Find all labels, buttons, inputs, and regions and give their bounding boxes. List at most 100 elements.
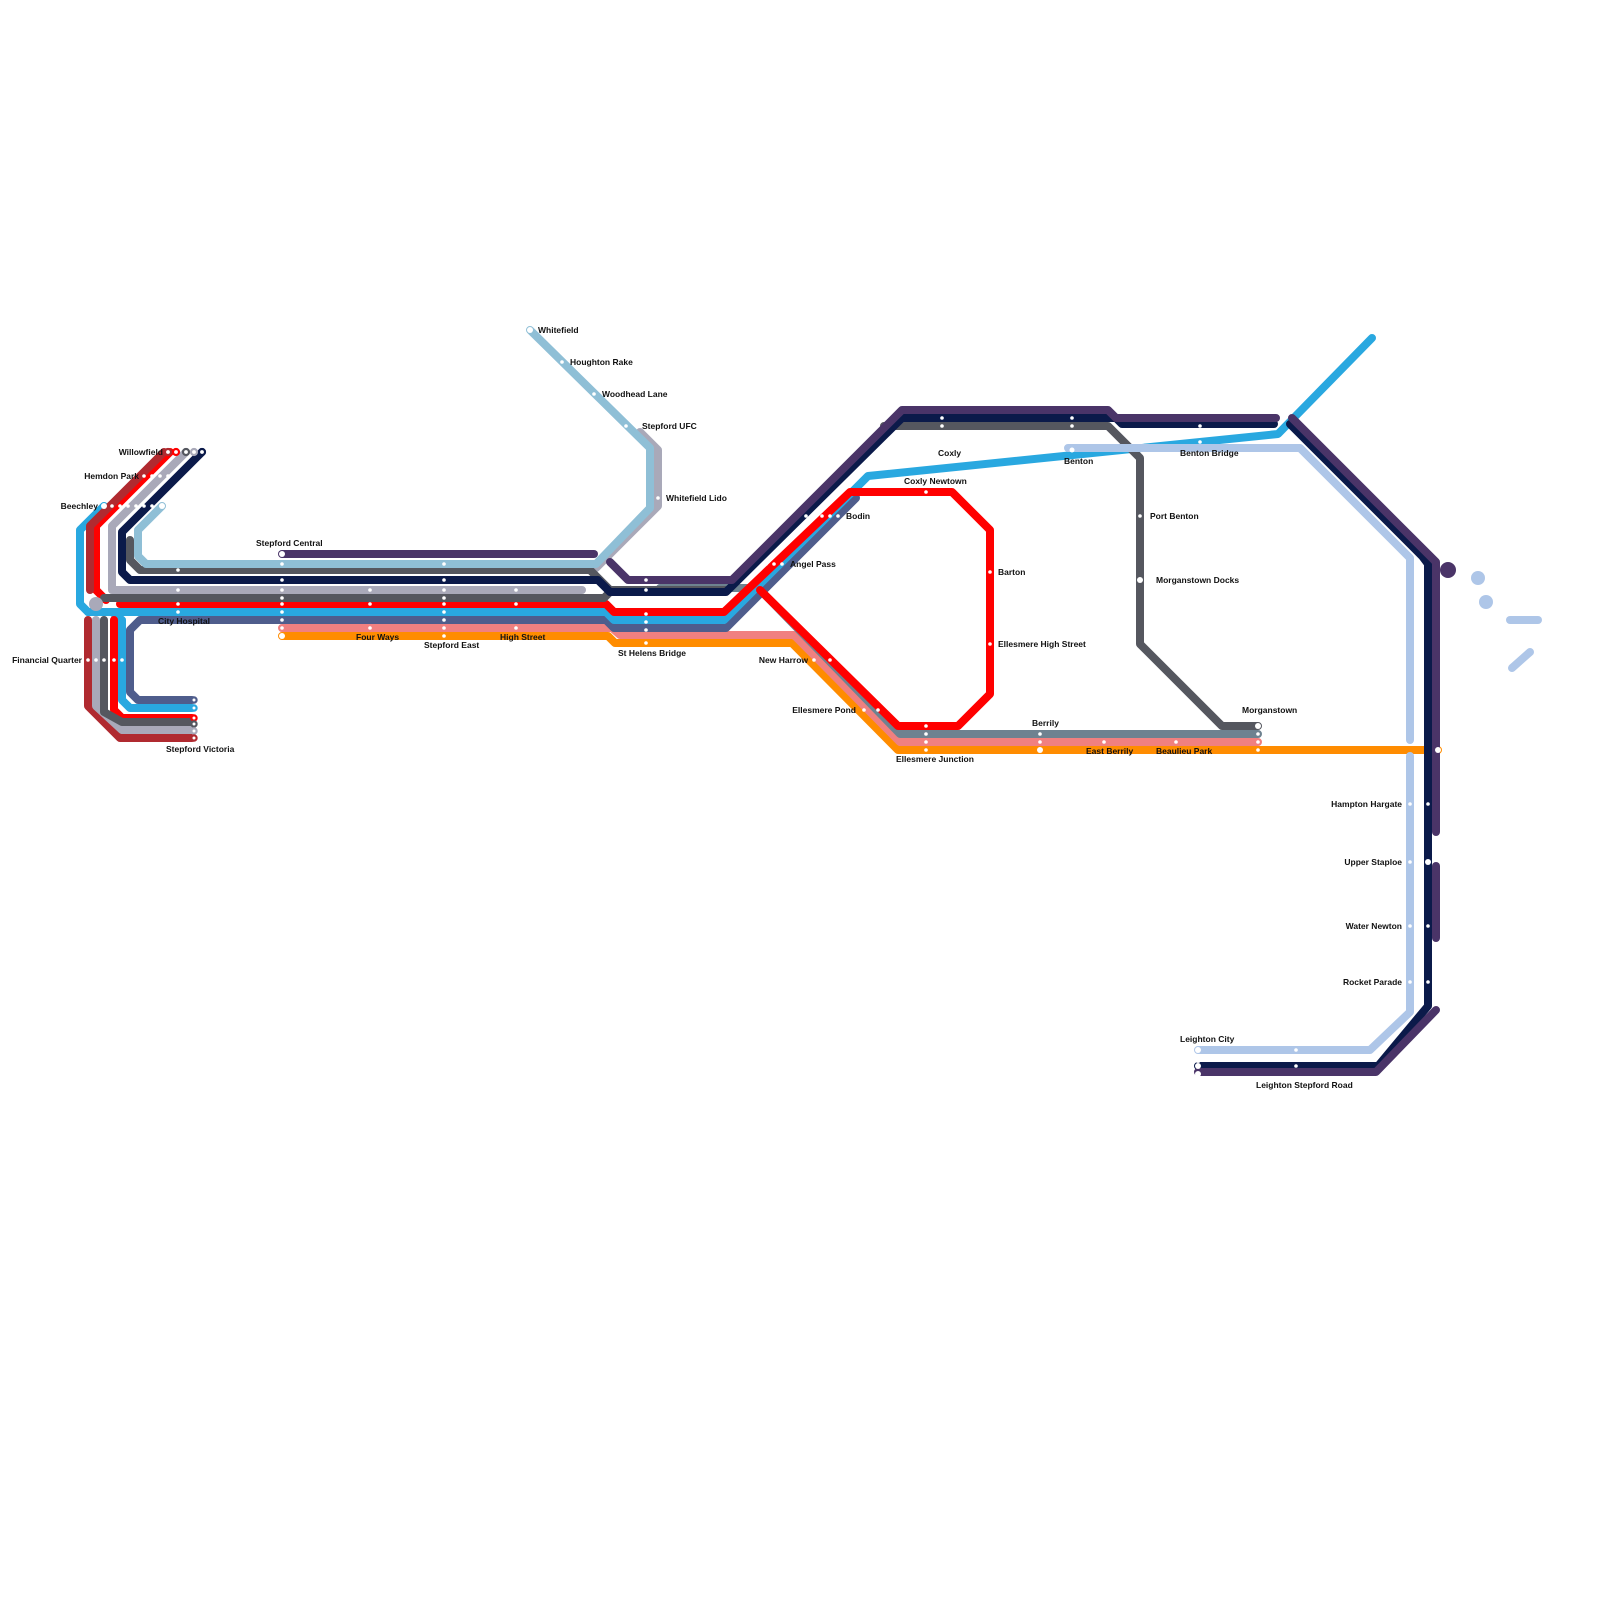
station-marker[interactable] bbox=[442, 634, 446, 638]
station-marker[interactable] bbox=[1294, 1048, 1298, 1052]
station-marker[interactable] bbox=[442, 618, 446, 622]
station-marker[interactable] bbox=[1038, 732, 1042, 736]
station-marker[interactable] bbox=[280, 588, 284, 592]
station-marker[interactable] bbox=[1070, 424, 1074, 428]
station-marker[interactable] bbox=[1408, 924, 1412, 928]
station-label-angel-pass[interactable]: Angel Pass bbox=[790, 559, 836, 569]
station-marker[interactable] bbox=[134, 504, 138, 508]
station-marker[interactable] bbox=[150, 474, 154, 478]
station-marker[interactable] bbox=[110, 504, 114, 508]
station-marker[interactable] bbox=[1138, 514, 1142, 518]
station-marker[interactable] bbox=[862, 708, 866, 712]
station-marker[interactable] bbox=[1137, 577, 1143, 583]
station-label-whitefield[interactable]: Whitefield bbox=[538, 325, 579, 335]
station-marker[interactable] bbox=[442, 610, 446, 614]
station-marker[interactable] bbox=[624, 424, 628, 428]
station-marker[interactable] bbox=[1256, 748, 1260, 752]
station-marker[interactable] bbox=[1195, 1047, 1201, 1053]
station-marker[interactable] bbox=[1256, 732, 1260, 736]
station-marker[interactable] bbox=[191, 715, 196, 720]
station-marker[interactable] bbox=[514, 588, 518, 592]
station-marker[interactable] bbox=[812, 514, 816, 518]
station-label-water-newton[interactable]: Water Newton bbox=[1346, 921, 1402, 931]
station-marker[interactable] bbox=[644, 578, 648, 582]
station-marker[interactable] bbox=[279, 633, 285, 639]
station-marker[interactable] bbox=[988, 570, 992, 574]
station-marker[interactable] bbox=[199, 449, 205, 455]
station-marker[interactable] bbox=[1070, 440, 1074, 444]
station-marker[interactable] bbox=[924, 748, 928, 752]
station-label-barton[interactable]: Barton bbox=[998, 567, 1025, 577]
station-marker[interactable] bbox=[1195, 1063, 1201, 1069]
station-label-berrily[interactable]: Berrily bbox=[1032, 718, 1059, 728]
station-marker[interactable] bbox=[644, 641, 648, 645]
station-marker[interactable] bbox=[804, 514, 808, 518]
station-marker[interactable] bbox=[126, 504, 130, 508]
station-label-bodin[interactable]: Bodin bbox=[846, 511, 870, 521]
station-marker[interactable] bbox=[102, 658, 106, 662]
station-marker[interactable] bbox=[644, 596, 648, 600]
station-marker[interactable] bbox=[1408, 980, 1412, 984]
station-label-coxly[interactable]: Coxly bbox=[938, 448, 961, 458]
station-marker[interactable] bbox=[988, 642, 992, 646]
station-marker[interactable] bbox=[1256, 740, 1260, 744]
station-marker[interactable] bbox=[820, 514, 824, 518]
station-marker[interactable] bbox=[924, 740, 928, 744]
station-marker[interactable] bbox=[1294, 1064, 1298, 1068]
station-marker[interactable] bbox=[1426, 924, 1430, 928]
station-marker[interactable] bbox=[1418, 802, 1422, 806]
station-label-stepford-ufc[interactable]: Stepford UFC bbox=[642, 421, 697, 431]
station-label-port-benton[interactable]: Port Benton bbox=[1150, 511, 1199, 521]
station-marker[interactable] bbox=[94, 658, 98, 662]
station-label-east-berrily[interactable]: East Berrily bbox=[1086, 746, 1134, 756]
station-label-four-ways[interactable]: Four Ways bbox=[356, 632, 399, 642]
station-marker[interactable] bbox=[940, 424, 944, 428]
station-marker[interactable] bbox=[191, 721, 196, 726]
station-label-stepford-east[interactable]: Stepford East bbox=[424, 640, 479, 650]
station-label-ellesmere-junction[interactable]: Ellesmere Junction bbox=[896, 754, 974, 764]
station-marker[interactable] bbox=[191, 697, 196, 702]
station-marker[interactable] bbox=[924, 732, 928, 736]
station-marker[interactable] bbox=[191, 735, 196, 740]
station-label-ellesmere-high-street[interactable]: Ellesmere High Street bbox=[998, 639, 1086, 649]
station-marker[interactable] bbox=[644, 620, 648, 624]
station-label-ellesmere-pond[interactable]: Ellesmere Pond bbox=[792, 705, 856, 715]
station-label-benton[interactable]: Benton bbox=[1064, 456, 1093, 466]
station-marker[interactable] bbox=[1418, 980, 1422, 984]
station-marker[interactable] bbox=[940, 440, 944, 444]
station-label-city-hospital[interactable]: City Hospital bbox=[158, 616, 210, 626]
station-marker[interactable] bbox=[191, 705, 196, 710]
station-marker[interactable] bbox=[280, 602, 284, 606]
station-marker[interactable] bbox=[780, 562, 784, 566]
station-marker[interactable] bbox=[1255, 723, 1261, 729]
station-marker[interactable] bbox=[442, 578, 446, 582]
station-marker[interactable] bbox=[924, 490, 928, 494]
station-marker[interactable] bbox=[142, 474, 146, 478]
station-marker[interactable] bbox=[176, 568, 180, 572]
station-marker[interactable] bbox=[442, 602, 446, 606]
station-label-whitefield-lido[interactable]: Whitefield Lido bbox=[666, 493, 727, 503]
station-marker[interactable] bbox=[1425, 859, 1431, 865]
station-marker[interactable] bbox=[527, 327, 533, 333]
station-marker[interactable] bbox=[828, 514, 832, 518]
station-marker[interactable] bbox=[368, 602, 372, 606]
station-label-beaulieu-park[interactable]: Beaulieu Park bbox=[1156, 746, 1212, 756]
station-marker[interactable] bbox=[442, 626, 446, 630]
station-marker[interactable] bbox=[1294, 1058, 1298, 1062]
station-marker[interactable] bbox=[142, 504, 146, 508]
station-marker[interactable] bbox=[514, 602, 518, 606]
station-marker[interactable] bbox=[1174, 740, 1178, 744]
station-marker[interactable] bbox=[764, 562, 768, 566]
station-marker[interactable] bbox=[656, 496, 660, 500]
station-marker[interactable] bbox=[166, 474, 170, 478]
station-marker[interactable] bbox=[118, 504, 122, 508]
interchange-marker[interactable] bbox=[89, 597, 103, 611]
station-marker[interactable] bbox=[368, 588, 372, 592]
station-marker[interactable] bbox=[280, 562, 284, 566]
station-label-new-harrow[interactable]: New Harrow bbox=[759, 655, 809, 665]
station-marker[interactable] bbox=[1408, 860, 1412, 864]
station-label-rocket-parade[interactable]: Rocket Parade bbox=[1343, 977, 1402, 987]
station-marker[interactable] bbox=[592, 392, 596, 396]
station-marker[interactable] bbox=[1435, 747, 1441, 753]
station-label-financial-quarter[interactable]: Financial Quarter bbox=[12, 655, 83, 665]
